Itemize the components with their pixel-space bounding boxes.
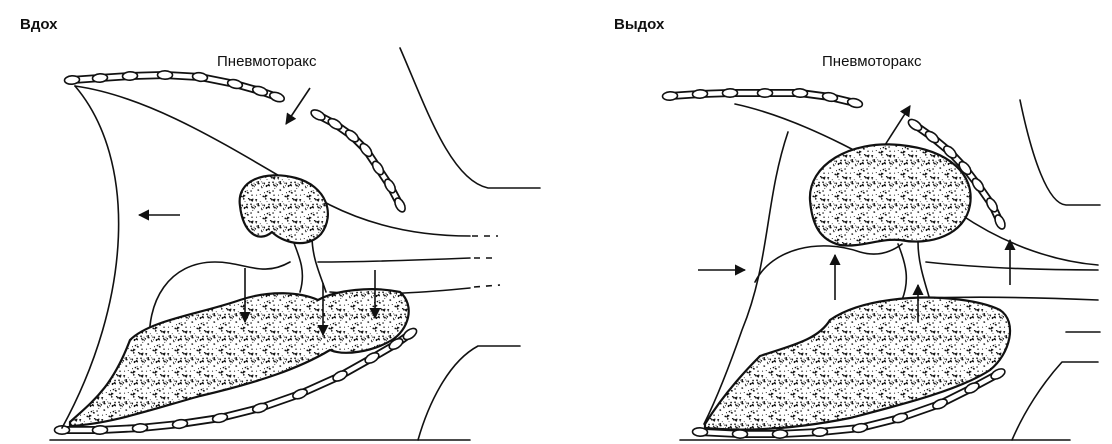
exhale-rib-upper-bead bbox=[662, 91, 678, 100]
inhale-pneumothorax-label: Пневмоторакс bbox=[217, 53, 317, 70]
inhale-rib-middle-bead bbox=[358, 142, 374, 159]
exhale-lung-contour bbox=[755, 244, 902, 282]
inhale-rib-upper-bead bbox=[252, 85, 269, 97]
exhale-rib-middle-bead bbox=[993, 213, 1007, 230]
exhale-rib-upper-bead bbox=[692, 89, 707, 98]
inhale-rib-lower-bead bbox=[92, 426, 107, 435]
exhale-rib-lower-bead bbox=[772, 430, 787, 439]
inhale-mediastinum-lower bbox=[418, 346, 520, 440]
exhale-rib-upper-bead bbox=[722, 89, 737, 98]
exhale-pneumothorax-label: Пневмоторакс bbox=[822, 53, 922, 70]
inhale-rib-middle-bead bbox=[370, 159, 385, 176]
inhale-rib-lower-bead bbox=[212, 412, 228, 423]
exhale-rib-upper-bead bbox=[792, 88, 807, 97]
inhale-lower-lung-lobe bbox=[70, 289, 409, 426]
inhale-rib-lower-bead bbox=[291, 387, 308, 400]
inhale-rib-upper-bead bbox=[92, 73, 108, 82]
exhale-mediastinum-upper bbox=[1020, 100, 1100, 205]
exhale-rib-lower-bead bbox=[892, 412, 909, 424]
inhale-rib-upper-bead bbox=[64, 75, 80, 84]
inhale-rib-middle-bead bbox=[383, 177, 398, 194]
exhale-lung-stem-right bbox=[918, 242, 930, 300]
inhale-rib-upper-bead bbox=[157, 71, 172, 80]
inhale-upper-lung-lobe bbox=[240, 175, 328, 243]
inhale-rib-upper-bead bbox=[122, 71, 137, 80]
inhale-lung-stem-right bbox=[312, 236, 326, 292]
inhale-rib-lower-bead bbox=[363, 351, 380, 366]
exhale-mediastinum-bottom bbox=[1012, 362, 1098, 440]
inhale-rib-lower-bead bbox=[252, 402, 269, 414]
inhale-rib-upper-bead bbox=[227, 78, 244, 90]
exhale-rib-upper-bead bbox=[758, 89, 773, 97]
inhale-rib-middle-fill bbox=[318, 115, 400, 205]
inhale-lung-stem-left bbox=[292, 238, 302, 292]
inhale-rib-lower-bead bbox=[172, 419, 188, 429]
inhale-chest-wall-left bbox=[62, 86, 119, 428]
inhale-rib-middle-bead bbox=[326, 116, 343, 131]
inhale-mediastinum-upper bbox=[400, 48, 540, 188]
exhale-title: Выдох bbox=[614, 16, 665, 33]
inhale-bronchus-line-1 bbox=[318, 258, 470, 262]
exhale-air-exit-arrow bbox=[885, 106, 910, 145]
inhale-rib-middle-bead bbox=[393, 196, 407, 213]
exhale-lower-lung-lobe bbox=[705, 298, 1010, 430]
inhale-rib-lower-bead bbox=[331, 369, 348, 383]
exhale-rib-upper-bead bbox=[847, 97, 864, 109]
exhale-lung-stem-left bbox=[898, 244, 906, 300]
exhale-rib-lower-bead bbox=[852, 423, 868, 434]
exhale-rib-middle-bead bbox=[923, 129, 940, 145]
inhale-rib-middle-outline bbox=[318, 115, 400, 205]
exhale-rib-middle-bead bbox=[906, 117, 923, 133]
exhale-rib-lower-bead bbox=[812, 427, 828, 437]
exhale-panel: Выдох Пневмоторакс bbox=[614, 16, 1100, 440]
exhale-rib-lower-bead bbox=[931, 397, 948, 411]
inhale-rib-lower-bead bbox=[132, 423, 148, 433]
inhale-panel: Вдох Пневмоторакс bbox=[20, 16, 540, 440]
inhale-rib-upper-bead bbox=[269, 91, 286, 104]
exhale-rib-upper-bead bbox=[822, 92, 838, 103]
exhale-upper-lung-lobe bbox=[810, 144, 971, 245]
inhale-rib-middle-bead bbox=[344, 128, 361, 144]
inhale-bronchus-line-2-dashed bbox=[474, 285, 500, 287]
exhale-rib-middle-bead bbox=[970, 176, 986, 193]
inhale-rib-middle-bead bbox=[309, 108, 326, 122]
exhale-bronchus-line-1 bbox=[926, 262, 1098, 270]
exhale-rib-middle-bead bbox=[985, 196, 1000, 213]
exhale-rib-lower-bead bbox=[732, 430, 747, 439]
inhale-title: Вдох bbox=[20, 16, 58, 33]
inhale-air-entry-arrow bbox=[286, 88, 310, 124]
